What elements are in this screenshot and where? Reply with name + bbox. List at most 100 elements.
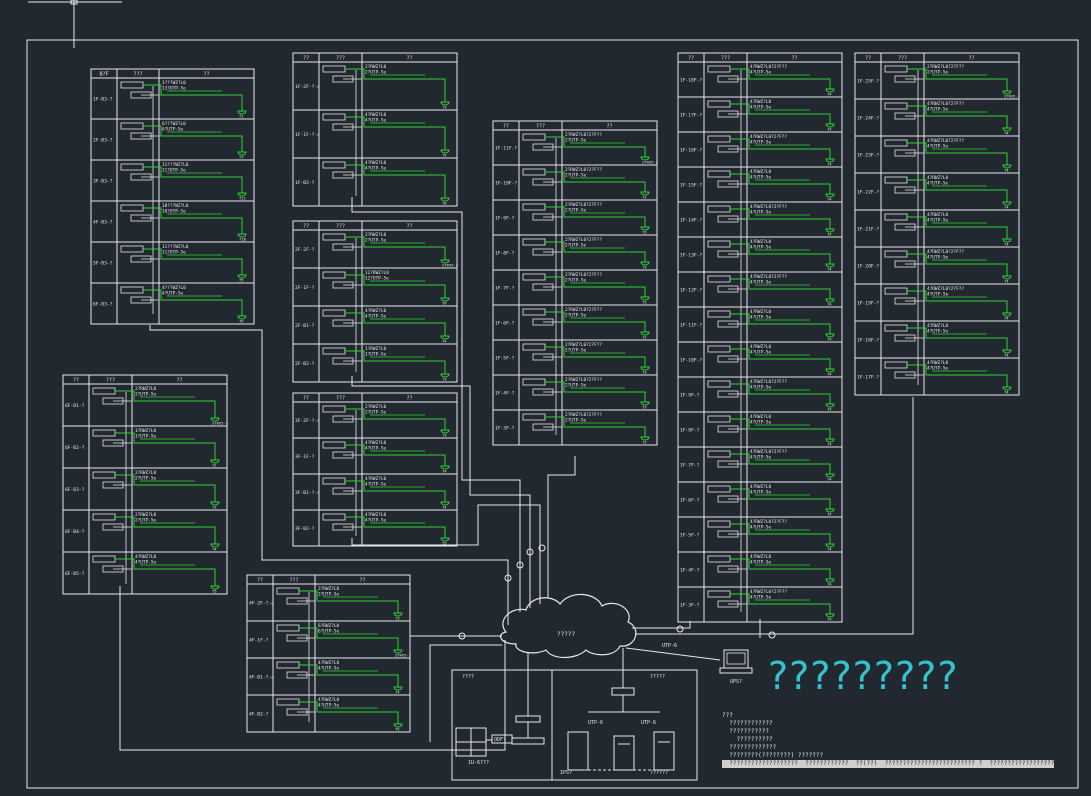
cable-joint-icon: [516, 561, 524, 569]
outlet-count: ?7: [239, 155, 244, 160]
cable-spec: 4?UTP-5e: [927, 144, 949, 150]
horizontal-cable: [907, 68, 1008, 91]
outlet-count: ?3: [642, 195, 647, 200]
cable-spec: 4?UTP-5e: [750, 175, 772, 181]
utp-label: UTP-6: [662, 643, 677, 649]
cable-spec: 4?RWZ?L0: [750, 309, 772, 315]
horizontal-cable: [545, 276, 646, 297]
horizontal-cable: [345, 274, 446, 298]
row-floor-label: 1F-5F-?: [680, 533, 700, 539]
cable-spec: 2?UTP-5e: [565, 173, 587, 179]
row-floor-label: 1F-12F-?: [680, 288, 702, 294]
row-floor-label: 1F-3F-?: [680, 603, 700, 609]
row-floor-label: 1F-6F-?: [680, 498, 700, 504]
outlet-icon: [640, 331, 650, 336]
cable-spec: 4?RWZ?L0: [750, 99, 772, 105]
table-header-cell: ??: [791, 56, 797, 62]
device-b-label: UTP-6: [641, 720, 656, 726]
row-floor-label: 1F-9F-?: [680, 393, 700, 399]
outlet-count: ?5: [442, 153, 447, 158]
table-tower-b: ???????1F-18F-?4?RWZ?L0?2?F??4?UTP-5e?41…: [677, 52, 843, 623]
horizontal-cable: [143, 289, 243, 316]
outlet-count: ?4: [1004, 316, 1009, 321]
note-line: ??????????????????: [982, 760, 1055, 768]
table-row: 1F-23F-?4?RWZ?L0?2?F??4?UTP-5e?4: [857, 138, 1012, 173]
cable-spec: 18?UTP-5e: [162, 209, 186, 215]
outlet-count: 2?RV5-3: [1004, 94, 1020, 99]
outlet-icon: [440, 465, 450, 470]
row-floor-label: 3F-1F-?: [295, 454, 315, 460]
cable-spec: 2?UTP-5e: [565, 383, 587, 389]
cable-spec: 1?UTP-5e: [135, 434, 157, 440]
row-floor-label: 3F-2F-?-a: [295, 418, 320, 424]
outlet-icon: [393, 649, 403, 654]
drawing-title: ?????????: [768, 654, 959, 698]
cable-spec: 18???WZ?L0: [162, 203, 189, 209]
cable-spec: 4?UTP-5e: [162, 291, 184, 297]
outlet-count: ?4: [395, 690, 400, 695]
row-floor-label: 1F-17F-?: [857, 375, 879, 381]
row-floor-label: 1F-11F-?: [680, 323, 702, 329]
table-row: 1F-17F-?4?RWZ?L04?UTP-5e?4: [857, 360, 1012, 395]
outlet-icon: [640, 401, 650, 406]
network-cloud: ?????: [499, 593, 637, 659]
outlet-count: ?5: [212, 589, 217, 594]
trunk-cable: [119, 586, 506, 751]
horizontal-cable: [907, 142, 1008, 165]
row-floor-label: 2F-1F-?: [295, 285, 315, 291]
cable-spec: 4?RWZ?L0?2?F??: [750, 134, 787, 140]
outlet-count: ?3: [642, 440, 647, 445]
row-floor-label: 1F-6F-?: [495, 321, 515, 327]
bottom-label-2: IPS?: [560, 770, 572, 776]
panel-right-title: ?????: [650, 674, 665, 680]
cable-spec: 4?RWZ?L0: [750, 554, 772, 560]
table-header-cell: ???: [289, 578, 298, 584]
table-row: 6F-B5-?4?RWZ?L04?UTP-5e?5: [65, 554, 220, 594]
computer-icon: UPS?: [719, 649, 753, 685]
row-floor-label: 1F-B2-?: [295, 180, 315, 186]
cable-spec: 4?UTP-5e: [750, 560, 772, 566]
row-floor-label: 1F-17F-?: [680, 113, 702, 119]
table-row: 1F-7F-?4?RWZ?L0?2?F??4?UTP-5e?4: [680, 449, 835, 482]
cable-spec: 4?RWZ?L0: [927, 175, 949, 181]
cable-spec: 1???WZ?L0: [162, 80, 186, 86]
outlet-count: ?2: [212, 463, 217, 468]
outlet-count: ?3: [642, 335, 647, 340]
outlet-icon: [1002, 312, 1012, 317]
horizontal-cable: [907, 105, 1008, 128]
cable-spec: 4?RWZ?L0: [750, 239, 772, 245]
cable-spec: 4?UTP-5e: [750, 350, 772, 356]
table-row: 2F-B1-?4?RWZ?L04?UTP-5e?4: [295, 308, 450, 344]
table-row: 1F-5F-?4?RWZ?L0?2?F??4?UTP-5e?4: [680, 519, 835, 552]
table-row: 1F-3F-?4?RWZ?L0?2?F??4?UTP-5e?4: [680, 589, 835, 622]
cable-spec: 2?RWZ?L0?2?F??: [565, 342, 602, 348]
table-b-block-2: ???????1F-2F-?-a2?RWZ?L02?UTP-5e?31F-1F-…: [292, 52, 458, 207]
horizontal-cable: [345, 312, 446, 336]
cable-spec: 4?UTP-5e: [318, 703, 340, 709]
cable-spec: 2?RWZ?L0: [365, 404, 387, 410]
horizontal-cable: [299, 664, 399, 687]
row-floor-label: 1F-20F-?: [857, 264, 879, 270]
horizontal-cable: [907, 327, 1008, 350]
horizontal-cable: [730, 558, 831, 579]
cable-spec: 4?RWZ?L0: [365, 440, 387, 446]
cable-spec: 2?RWZ?L0: [365, 64, 387, 70]
cable-spec: 4?UTP-5e: [318, 666, 340, 672]
cable-joint-icon: [676, 625, 684, 633]
table-row: 1F-21F-?4?RWZ?L04?UTP-5e?4: [857, 212, 1012, 247]
row-floor-label: 1F-5F-?: [495, 356, 515, 362]
table-row: 1F-24F-?4?RWZ?L0?2?F??4?UTP-5e?4: [857, 101, 1012, 136]
outlet-icon: [1002, 386, 1012, 391]
table-b-block-5: ???????6F-B1-?2?RWZ?L02?UTP-5e2?RV5-36F-…: [62, 374, 228, 595]
outlet-count: ?6: [442, 201, 447, 206]
table-row: 1F-18F-?4?RWZ?L0?2?F??4?UTP-5e?4: [680, 64, 835, 97]
table-row: 1F-15F-?4?RWZ?L04?UTP-5e?4: [680, 169, 835, 202]
row-floor-label: 1F-7F-?: [680, 463, 700, 469]
horizontal-cable: [115, 432, 216, 460]
horizontal-cable: [545, 381, 646, 402]
horizontal-cable: [545, 206, 646, 227]
outlet-icon: [1002, 275, 1012, 280]
horizontal-cable: [545, 241, 646, 262]
